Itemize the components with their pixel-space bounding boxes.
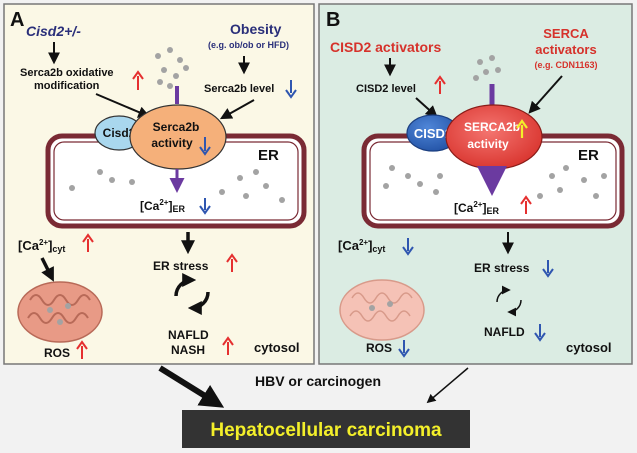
calcium-ions-er-a bbox=[69, 169, 285, 203]
panel-b-letter: B bbox=[326, 9, 340, 31]
serca-activity-line1-b: SERCA2b bbox=[464, 120, 520, 134]
arrow-ca-cyt-to-mito-a bbox=[40, 257, 54, 282]
obesity-examples: (e.g. ob/ob or HFD) bbox=[208, 40, 289, 50]
mitochondrion-b bbox=[339, 279, 425, 341]
cisd2-activators-label: CISD2 activators bbox=[330, 39, 441, 55]
serca-activity-line2-a: activity bbox=[151, 136, 193, 150]
down-arrow-serca-activity-a bbox=[199, 137, 211, 156]
cisd2-level-label: CISD2 level bbox=[356, 83, 416, 95]
cisd2-label-b: CISD2 bbox=[414, 126, 452, 141]
serca-oxidative-line1: Serca2b oxidative bbox=[20, 67, 114, 79]
up-arrow-ros-a bbox=[76, 340, 88, 359]
hcc-label: Hepatocellular carcinoma bbox=[210, 420, 442, 441]
ros-label-a: ROS bbox=[44, 346, 70, 360]
nafld-label-b: NAFLD bbox=[484, 325, 525, 339]
up-arrow-cisd2-level bbox=[434, 75, 446, 94]
down-arrow-ca-er-a bbox=[199, 198, 211, 215]
cycle-icon-b bbox=[496, 285, 522, 317]
calcium-ions-er-b bbox=[383, 165, 607, 199]
er-label-a: ER bbox=[258, 147, 279, 164]
cytosol-label-b: cytosol bbox=[566, 340, 612, 355]
calcium-ions-cytosol-a bbox=[155, 47, 189, 89]
calcium-ions-cytosol-b bbox=[473, 55, 501, 81]
cisd2-genotype-label: Cisd2+/- bbox=[26, 23, 81, 39]
arrow-level-to-cisd2 bbox=[415, 97, 438, 118]
arrow-level-to-serca bbox=[219, 99, 255, 120]
panel-b: B CISD2 activators CISD2 level SERCA act… bbox=[318, 3, 633, 365]
vicious-cycle-icon-a bbox=[174, 273, 210, 315]
arrow-panel-b-to-hcc bbox=[426, 367, 469, 404]
down-arrow-ca-cyt-b bbox=[402, 238, 414, 256]
cytosol-label-a: cytosol bbox=[254, 340, 300, 355]
up-arrow-ca-cyt-a bbox=[82, 233, 94, 252]
down-arrow-nafld-b bbox=[534, 324, 546, 342]
panel-a: A Cisd2+/- Serca2b oxidative modificatio… bbox=[3, 3, 315, 365]
ros-label-b: ROS bbox=[366, 341, 392, 355]
nash-label-a: NASH bbox=[171, 343, 205, 357]
serca-activators-line1: SERCA bbox=[543, 26, 589, 41]
serca-oxidative-line2: modification bbox=[34, 80, 100, 92]
nafld-label-a: NAFLD bbox=[168, 328, 209, 342]
hbv-carcinogen-label: HBV or carcinogen bbox=[255, 373, 381, 389]
arrow-oxidation-to-serca bbox=[95, 93, 151, 118]
up-arrow-ca-er-b bbox=[520, 195, 532, 214]
er-stress-label-a: ER stress bbox=[153, 259, 209, 273]
down-arrow-serca-level bbox=[285, 80, 297, 99]
mitochondrion-a bbox=[17, 281, 103, 343]
arrow-serca-activators-to-serca bbox=[528, 75, 563, 114]
down-arrow-er-stress-b bbox=[542, 260, 554, 278]
serca-activity-line2-b: activity bbox=[467, 137, 509, 151]
panel-a-letter: A bbox=[10, 9, 24, 31]
serca-activity-line1-a: Serca2b bbox=[153, 120, 200, 134]
cisd2-label-a: Cisd2 bbox=[103, 126, 136, 140]
down-arrow-ros-b bbox=[398, 340, 410, 358]
up-arrow-nafld-a bbox=[222, 336, 234, 355]
up-arrow-oxidation bbox=[132, 70, 144, 90]
er-label-b: ER bbox=[578, 147, 599, 164]
bottom-section: HBV or carcinogen Hepatocellular carcino… bbox=[158, 365, 470, 448]
hcc-box bbox=[182, 410, 470, 448]
serca-level-label: Serca2b level bbox=[204, 83, 274, 95]
er-stress-label-b: ER stress bbox=[474, 261, 530, 275]
arrow-panel-a-to-hcc bbox=[158, 365, 225, 408]
obesity-title: Obesity bbox=[230, 21, 282, 37]
serca-activators-line2: activators bbox=[535, 42, 596, 57]
up-arrow-serca-activity-b bbox=[516, 119, 528, 138]
up-arrow-er-stress-a bbox=[226, 253, 238, 272]
serca-activators-example: (e.g. CDN1163) bbox=[534, 60, 597, 70]
